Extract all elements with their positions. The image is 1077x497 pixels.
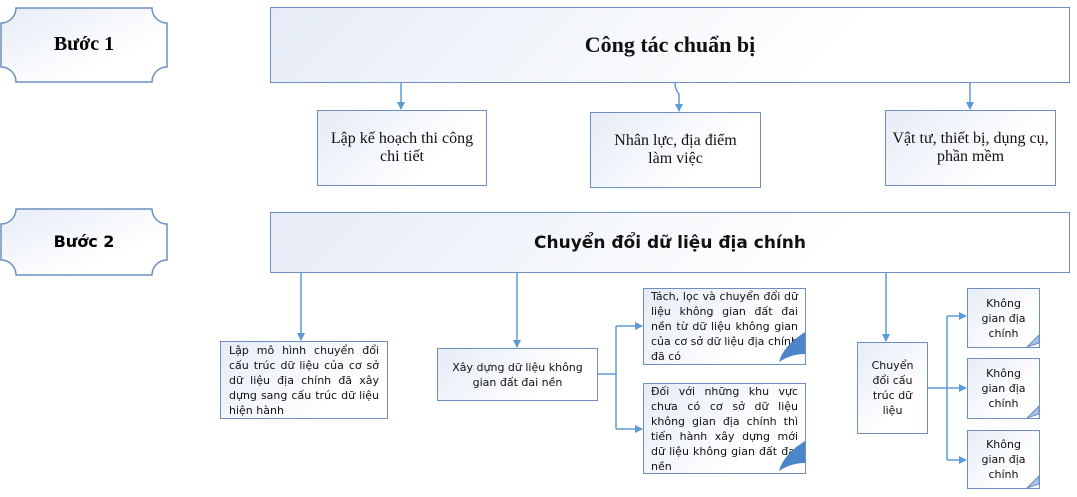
step1-title: Công tác chuẩn bị (270, 7, 1070, 83)
convert-child-text: Không gian địa chính (981, 438, 1026, 481)
page-fold-icon (773, 332, 805, 364)
step1-child: Lập kế hoạch thi công chi tiết (317, 110, 487, 186)
page-fold-icon (1025, 333, 1039, 347)
step2-title: Chuyển đổi dữ liệu địa chính (270, 212, 1070, 273)
convert-child-box: Không gian địa chính (967, 288, 1040, 348)
model-text: Lập mô hình chuyển đổi cấu trúc dữ liệu … (229, 343, 379, 417)
step2-label: Bước 2 (53, 232, 115, 251)
step1-child: Vật tư, thiết bị, dụng cụ, phần mềm (885, 110, 1056, 186)
step1-child: Nhân lực, địa điểm làm việc (590, 112, 761, 188)
convert-child-text: Không gian địa chính (981, 367, 1026, 410)
build-child-text: Đối với những khu vực chưa có cơ sở dữ l… (651, 384, 798, 473)
arrow (674, 81, 683, 112)
model-box: Lập mô hình chuyển đổi cấu trúc dữ liệu … (220, 341, 388, 419)
build-child-box: Tách, lọc và chuyển đổi dữ liệu không gi… (643, 288, 806, 365)
build-box: Xây dựng dữ liệu không gian đất đai nền (437, 348, 598, 401)
page-fold-icon (773, 441, 805, 473)
page-fold-icon (1025, 474, 1039, 488)
build-child-text: Tách, lọc và chuyển đổi dữ liệu không gi… (651, 290, 798, 363)
step1-plaque: Bước 1 (0, 7, 168, 83)
convert-box: Chuyển đổi cấu trúc dữ liệu (857, 342, 928, 434)
step2-plaque: Bước 2 (0, 208, 168, 276)
convert-child-box: Không gian địa chính (967, 430, 1040, 489)
convert-child-box: Không gian địa chính (967, 358, 1040, 419)
page-fold-icon (1025, 404, 1039, 418)
convert-child-text: Không gian địa chính (981, 296, 1026, 340)
step1-label: Bước 1 (53, 33, 115, 55)
build-child-box: Đối với những khu vực chưa có cơ sở dữ l… (643, 383, 806, 474)
connector (597, 326, 617, 429)
connector (927, 316, 948, 460)
